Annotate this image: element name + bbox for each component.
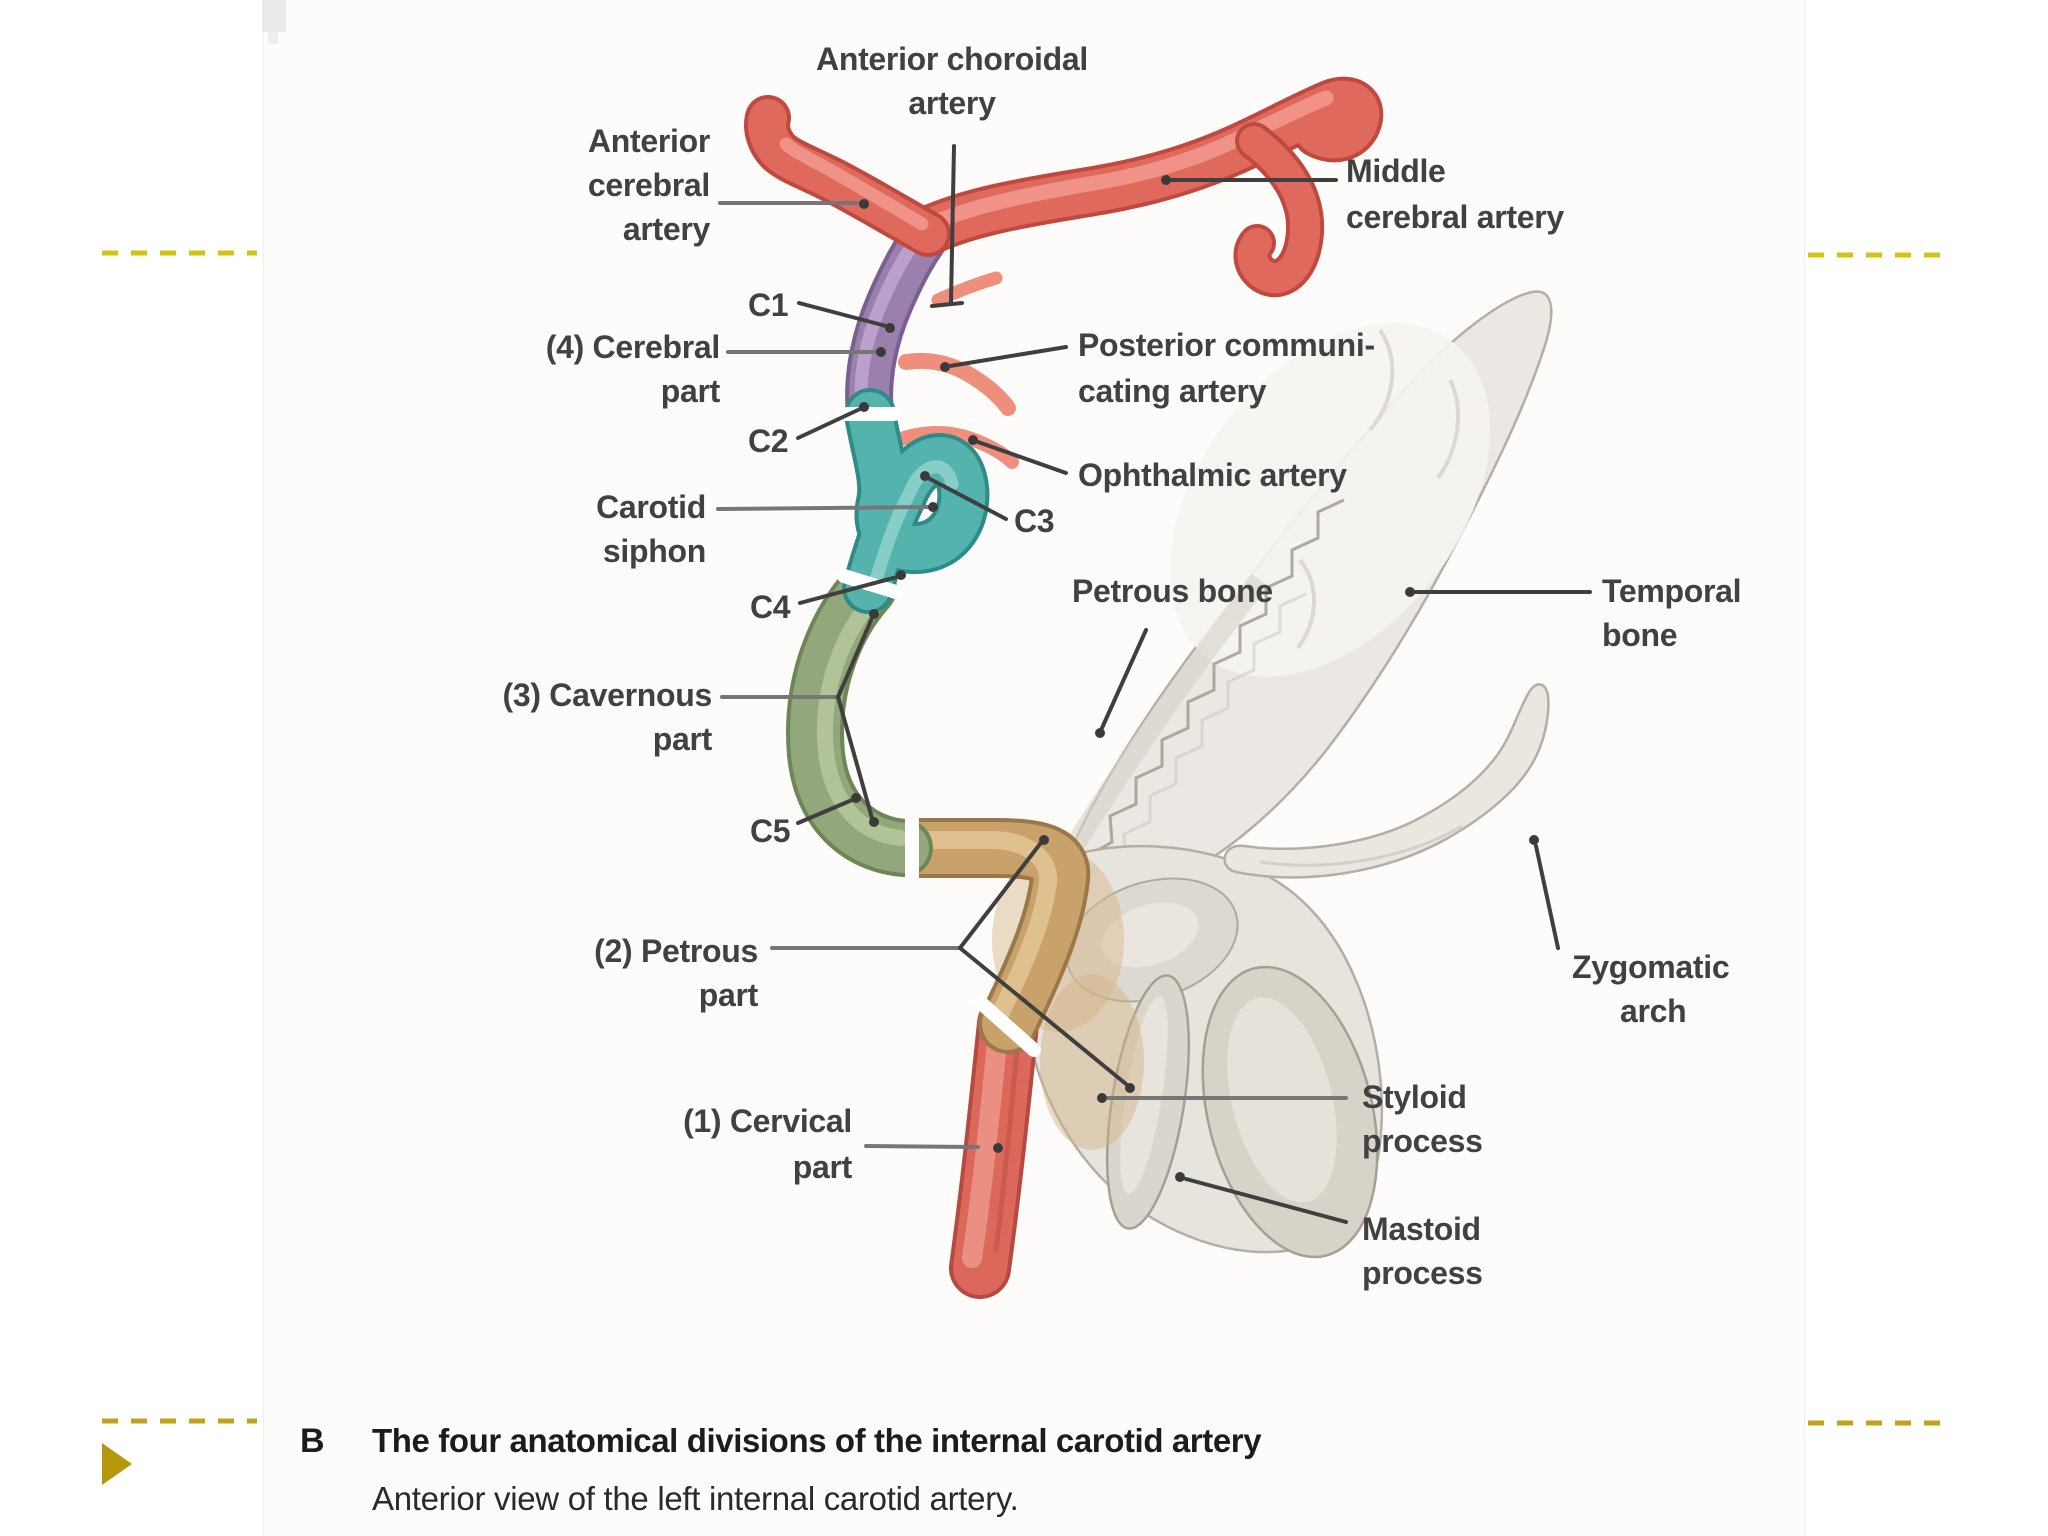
label-temporal-bone-line2: bone	[1602, 617, 1677, 653]
cavernous-artery-shape	[790, 563, 929, 873]
label-petrous-part-line1: (2) Petrous	[594, 933, 758, 969]
zygomatic-inner-line	[1259, 824, 1463, 867]
leader-mastoid	[1184, 1177, 1348, 1224]
cavernous-part-segment	[786, 559, 933, 877]
leader-cervical-part	[864, 1144, 980, 1149]
zygomatic-arch-shape	[1223, 683, 1550, 879]
figure-labels-group: Anterior choroidal artery Anterior cereb…	[503, 41, 1742, 1291]
leader-zygomatic	[1534, 844, 1560, 950]
label-ophthalmic: Ophthalmic artery	[1078, 457, 1347, 493]
scan-corner-smudge	[262, 0, 286, 44]
bone-mottle-3	[1296, 558, 1317, 650]
label-zygomatic-arch-line1: Zygomatic	[1572, 949, 1729, 985]
label-c1: C1	[748, 287, 788, 323]
scanned-figure-panel	[263, 0, 1805, 1536]
carotid-canal-shading-lower	[1040, 974, 1144, 1150]
label-cerebral-part-line1: (4) Cerebral	[546, 329, 720, 365]
terminal-branches-group	[744, 76, 1384, 298]
anterior-choroidal-artery-shape	[931, 271, 1003, 307]
label-middle-cerebral-line1: Middle	[1346, 153, 1446, 189]
label-c3: C3	[1014, 503, 1054, 539]
squama-edge-shading	[1066, 573, 1268, 851]
squamosal-suture-serration-2	[1101, 592, 1307, 876]
bone-mottle-2	[1436, 379, 1461, 480]
label-mastoid-process-line1: Mastoid	[1362, 1211, 1481, 1247]
label-posterior-communicating-line1: Posterior communi-	[1078, 327, 1375, 363]
label-anterior-cerebral-line1: Anterior	[588, 123, 710, 159]
leader-cavernous-fork-lower	[836, 695, 874, 820]
label-styloid-process-line1: Styloid	[1362, 1079, 1467, 1115]
temporal-bone-group	[992, 290, 1553, 1259]
label-mastoid-process-line2: process	[1362, 1255, 1483, 1291]
leader-anterior-choroidal	[949, 144, 956, 304]
figure-caption: B The four anatomical divisions of the i…	[300, 1422, 1263, 1517]
label-cervical-part-line2: part	[793, 1149, 853, 1185]
leader-c5	[796, 798, 854, 825]
tympanic-ring-inner	[1101, 902, 1199, 968]
styloid-process-highlight	[1120, 996, 1168, 1194]
caption-title: The four anatomical divisions of the int…	[372, 1422, 1262, 1459]
leader-petrous-fork-upper	[958, 842, 1042, 950]
carotid-siphon-segment	[842, 388, 990, 614]
label-middle-cerebral-line2: cerebral artery	[1346, 199, 1564, 235]
label-cervical-part-line1: (1) Cervical	[683, 1103, 852, 1139]
leader-posterior-communicating	[948, 345, 1068, 368]
leader-carotid-siphon	[716, 505, 930, 511]
bone-mottle-1	[1368, 328, 1395, 432]
label-temporal-bone-line1: Temporal	[1602, 573, 1741, 609]
leader-cavernous-fork-upper	[836, 616, 874, 699]
posterior-communicating-artery-shape	[898, 352, 1016, 416]
leader-petrous-fork-lower	[958, 946, 1128, 1086]
label-cerebral-part-line2: part	[661, 373, 721, 409]
label-petrous-part-line2: part	[699, 977, 759, 1013]
label-cavernous-part-line2: part	[653, 721, 713, 757]
label-styloid-process-line2: process	[1362, 1123, 1483, 1159]
label-zygomatic-arch-line2: arch	[1620, 993, 1686, 1029]
label-carotid-siphon-line2: siphon	[603, 533, 706, 569]
label-c4: C4	[750, 589, 791, 625]
label-cavernous-part-line1: (3) Cavernous	[503, 677, 713, 713]
leader-lines-group	[716, 144, 1592, 1224]
petrous-part-segment	[886, 818, 1091, 1054]
label-c5: C5	[750, 813, 790, 849]
label-anterior-cerebral-line3: artery	[623, 211, 711, 247]
caption-index: B	[300, 1422, 325, 1460]
label-carotid-siphon-line1: Carotid	[596, 489, 706, 525]
slide-bullet-triangle-icon	[102, 1443, 132, 1485]
squamosal-suture-serration	[1087, 498, 1345, 858]
leader-c1	[797, 301, 888, 328]
slide-decorations	[102, 250, 1948, 1485]
label-anterior-cerebral-line2: cerebral	[588, 167, 710, 203]
leader-petrous-bone	[1100, 628, 1148, 730]
internal-carotid-artery-group	[744, 76, 1384, 1299]
collar-cervical-petrous	[973, 995, 1041, 1057]
label-anterior-choroidal-line1: Anterior choroidal	[816, 41, 1088, 77]
leader-c2	[796, 407, 862, 440]
caption-subtitle: Anterior view of the left internal carot…	[372, 1480, 1019, 1517]
leader-ophthalmic	[976, 440, 1068, 475]
label-c2: C2	[748, 423, 788, 459]
label-posterior-communicating-line2: cating artery	[1078, 373, 1267, 409]
label-anterior-choroidal-line2: artery	[908, 85, 996, 121]
leader-anterior-choroidal-tick	[930, 301, 964, 308]
leader-c3	[928, 477, 1008, 521]
leader-c4	[798, 575, 899, 605]
label-petrous-bone: Petrous bone	[1072, 573, 1273, 609]
